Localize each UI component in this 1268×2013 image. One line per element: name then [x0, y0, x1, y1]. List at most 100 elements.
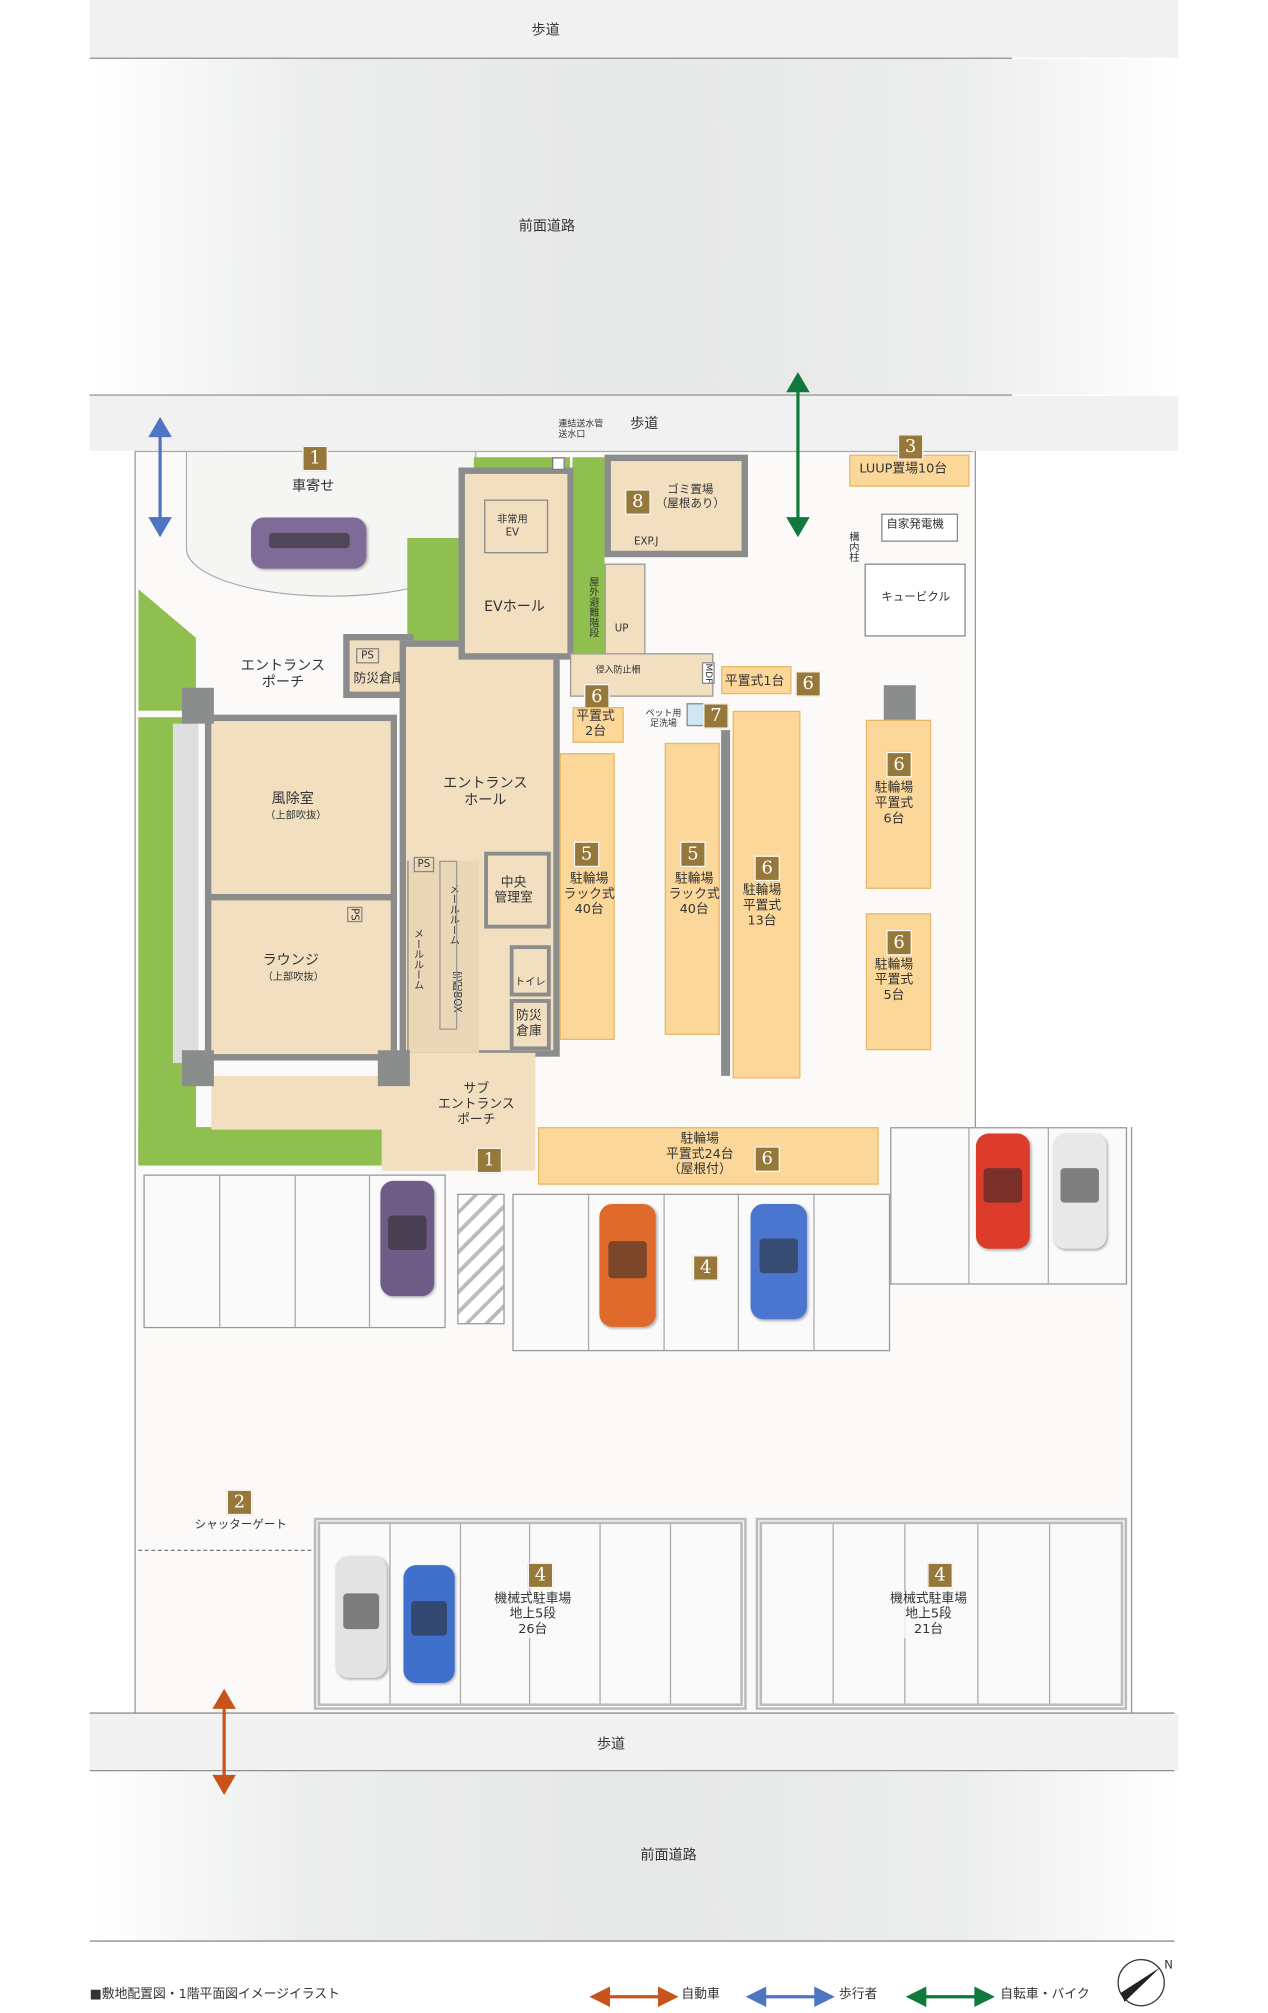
badge-2: 2	[226, 1489, 253, 1516]
car-purple	[251, 517, 367, 569]
gravel-strip	[172, 723, 199, 1064]
mail-room	[407, 860, 480, 1053]
drop-off-label: 車寄せ	[292, 477, 335, 495]
terrace	[211, 1075, 385, 1130]
wall	[721, 730, 731, 1076]
cubicle-label: キュービクル	[881, 591, 951, 605]
badge-6: 6	[795, 671, 821, 697]
shutter-gate[interactable]	[138, 1549, 312, 1552]
greenery	[572, 457, 605, 663]
bike-arrow	[786, 372, 810, 538]
badge-1: 1	[302, 445, 328, 472]
car-blue	[403, 1565, 455, 1683]
disaster-storage-label: 防災倉庫	[353, 672, 405, 687]
bike-rack-40a-label: 駐輪場 ラック式 40台	[563, 872, 615, 918]
bike-rack-40a	[559, 753, 615, 1041]
badge-5: 5	[680, 841, 706, 868]
car-arrow	[212, 1688, 236, 1796]
bike-flat-6	[865, 719, 932, 889]
divider	[89, 1712, 1175, 1714]
badge-4: 4	[527, 1562, 554, 1589]
management-office	[484, 851, 551, 929]
toilet-label: トイレ	[514, 975, 546, 988]
entrance-porch-text: エントランス ポーチ	[240, 657, 326, 691]
car-purple	[380, 1180, 435, 1297]
badge-6: 6	[886, 929, 912, 956]
outdoor-stairs	[604, 563, 646, 663]
delivery-box	[439, 860, 458, 1030]
disaster-storage-2	[509, 999, 551, 1051]
north-compass-icon	[1117, 1958, 1165, 2007]
water-inlet-label: 連結送水管 送水口	[558, 418, 604, 440]
top-sidewalk	[89, 0, 1179, 58]
legend-bike-label: 自転車・バイク	[1000, 1987, 1090, 2002]
badge-5: 5	[573, 841, 600, 868]
luup-label: LUUP置場10台	[859, 462, 948, 477]
intrusion-fence-label: 侵入防止柵	[595, 664, 641, 675]
mail-room-label-2: メールルーム	[449, 883, 461, 946]
ps-label: PS	[356, 648, 379, 663]
legend-car-label: 自動車	[681, 1987, 720, 2002]
outdoor-stairs-label: 屋外避難階段	[588, 576, 601, 638]
mid-sidewalk-label: 歩道	[630, 414, 659, 432]
bike-flat-24	[537, 1127, 879, 1185]
water-inlet	[552, 457, 565, 471]
legend-bike-arrow	[905, 1986, 995, 2008]
bike-flat-2	[572, 707, 624, 743]
emergency-ev-label: 非常用 EV	[496, 513, 528, 538]
badge-4: 4	[692, 1255, 719, 1281]
bike-flat-13	[732, 710, 801, 1079]
car-blue	[750, 1203, 807, 1320]
mdf-label: MDF	[701, 662, 716, 685]
parking-stalls	[512, 1193, 891, 1352]
badge-6: 6	[754, 855, 781, 882]
up-label: UP	[614, 622, 629, 634]
car-white	[1052, 1133, 1107, 1249]
legend-pedestrian-label: 歩行者	[838, 1987, 878, 2002]
mail-room-label: メールルーム	[413, 928, 425, 991]
badge-8: 8	[625, 489, 651, 515]
car-white	[335, 1556, 387, 1678]
lounge-room	[204, 893, 398, 1061]
bike-rack-40b	[664, 742, 720, 1035]
entrance-porch-label: エントランス ポーチ	[241, 657, 325, 691]
pillar	[181, 1050, 214, 1087]
bottom-road-label: 前面道路	[640, 1846, 697, 1864]
cubicle	[864, 563, 966, 637]
bike-flat-13-label: 駐輪場 平置式 13台	[742, 883, 782, 929]
ps-label: PS	[347, 906, 362, 923]
bottom-road	[89, 1771, 1179, 1941]
legend-car-arrow	[589, 1986, 679, 2008]
delivery-box-label: 宅配BOX	[451, 970, 464, 1013]
pillar	[883, 685, 916, 722]
generator-label: 自家発電機	[886, 518, 944, 532]
management-label: 中央 管理室	[494, 876, 533, 906]
windbreak-sub: （上部吹抜）	[265, 809, 327, 821]
ev-hall-label: EVホール	[484, 598, 545, 615]
divider	[89, 57, 1012, 59]
greenery	[473, 457, 570, 471]
entrance-hall-label: エントランス ホール	[443, 774, 528, 809]
bike-flat-5-label: 駐輪場 平置式 5台	[874, 958, 914, 1003]
badge-6: 6	[754, 1146, 781, 1172]
pillar-label: 構内柱	[848, 531, 861, 563]
windbreak-label: 風除室	[271, 790, 314, 807]
top-road	[89, 58, 1179, 395]
lounge-label: ラウンジ	[262, 951, 319, 969]
north-label: N	[1164, 1959, 1173, 1973]
bottom-sidewalk-label: 歩道	[596, 1735, 626, 1753]
top-sidewalk-label: 歩道	[531, 21, 560, 39]
badge-4: 4	[927, 1562, 953, 1589]
badge-7: 7	[703, 703, 729, 729]
bike-rack-40b-label: 駐輪場 ラック式 40台	[668, 872, 720, 918]
shutter-gate-label: シャッターゲート	[194, 1519, 287, 1532]
hatched-zone	[457, 1193, 505, 1325]
greenery	[407, 537, 462, 654]
mech-26-label: 機械式駐車場 地上5段 26台	[494, 1592, 572, 1639]
pillar	[181, 687, 214, 724]
bike-flat-1-label: 平置式1台	[724, 674, 785, 690]
garbage-label: ゴミ置場 （屋根あり）	[655, 484, 725, 511]
badge-1: 1	[476, 1147, 503, 1174]
